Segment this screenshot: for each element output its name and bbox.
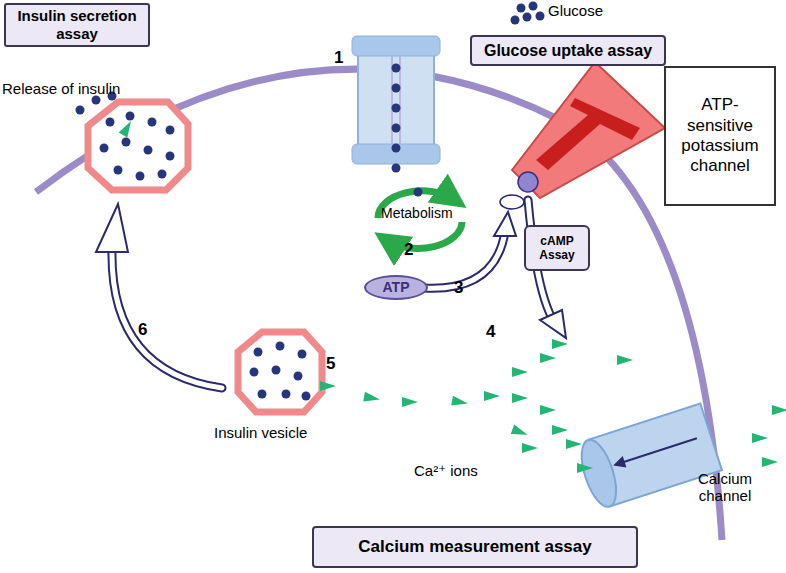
- potassium-channel: [500, 62, 665, 209]
- part-label: Calcium channel: [690, 470, 760, 504]
- molecule-label: Glucose: [548, 2, 603, 19]
- callout-number: 5: [326, 354, 335, 374]
- node-text: Glucose uptake assay: [484, 41, 652, 60]
- insulin-vesicle: [238, 332, 322, 412]
- process-label: Release of insulin: [2, 80, 120, 97]
- node-text: Calcium measurement assay: [358, 537, 591, 557]
- callout-number: 2: [404, 240, 413, 260]
- node-text: cAMP Assay: [530, 234, 584, 263]
- assay-box: Calcium measurement assay: [312, 526, 638, 568]
- assay-box: Glucose uptake assay: [470, 35, 666, 66]
- node-text: Insulin secretion assay: [10, 7, 144, 43]
- assay-box: Insulin secretion assay: [4, 3, 150, 47]
- glucose-transporter: [352, 36, 440, 164]
- assay-box: cAMP Assay: [524, 225, 590, 271]
- callout-number: 4: [486, 322, 495, 342]
- process-label: Metabolism: [381, 205, 453, 221]
- released-vesicle: [88, 102, 188, 190]
- callout-number: 1: [334, 48, 343, 68]
- label-box: ATP-sensitive potassium channel: [664, 66, 776, 206]
- metabolism-cycle: [378, 191, 462, 249]
- node-text: ATP: [383, 279, 410, 296]
- part-label: Insulin vesicle: [214, 424, 307, 441]
- atp-molecule: ATP: [364, 275, 428, 300]
- part-label: Ca²⁺ ions: [414, 462, 478, 480]
- process-arrows: [96, 200, 566, 388]
- node-text: ATP-sensitive potassium channel: [670, 95, 770, 177]
- callout-number: 6: [138, 320, 147, 340]
- callout-number: 3: [454, 278, 463, 298]
